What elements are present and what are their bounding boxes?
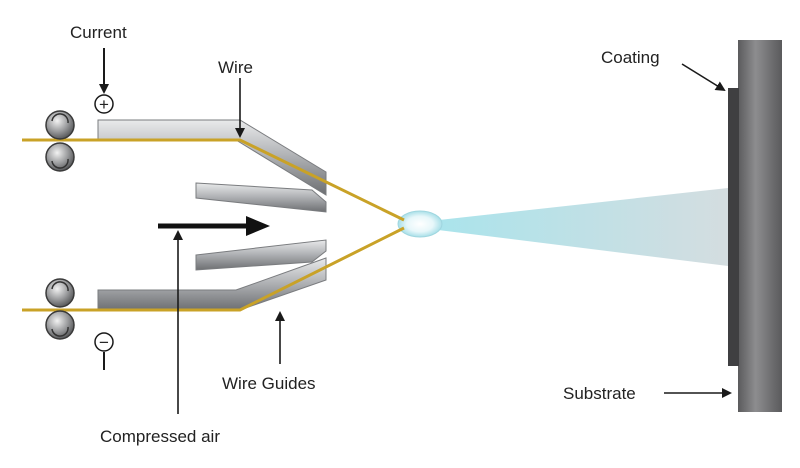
positive-symbol: + xyxy=(99,95,109,114)
coating-leader xyxy=(681,63,726,92)
lower-wire xyxy=(22,226,405,312)
upper-feed-rollers xyxy=(45,110,75,172)
label-coating: Coating xyxy=(601,48,660,67)
label-substrate: Substrate xyxy=(563,384,636,403)
negative-symbol: − xyxy=(99,333,109,352)
label-wire-guides: Wire Guides xyxy=(222,374,316,393)
arc-point xyxy=(397,210,443,238)
upper-air-guide xyxy=(195,182,327,213)
upper-wire xyxy=(22,138,405,222)
label-wire: Wire xyxy=(218,58,253,77)
label-compressed-air: Compressed air xyxy=(100,427,220,446)
lower-feed-rollers xyxy=(45,278,75,340)
negative-terminal: − xyxy=(94,332,114,370)
positive-terminal: + xyxy=(94,48,114,114)
air-flow-arrow xyxy=(158,216,270,236)
lower-air-guide xyxy=(195,239,327,271)
coating xyxy=(728,88,739,366)
spray-cone xyxy=(430,188,728,266)
substrate xyxy=(738,40,782,412)
label-current: Current xyxy=(70,23,127,42)
